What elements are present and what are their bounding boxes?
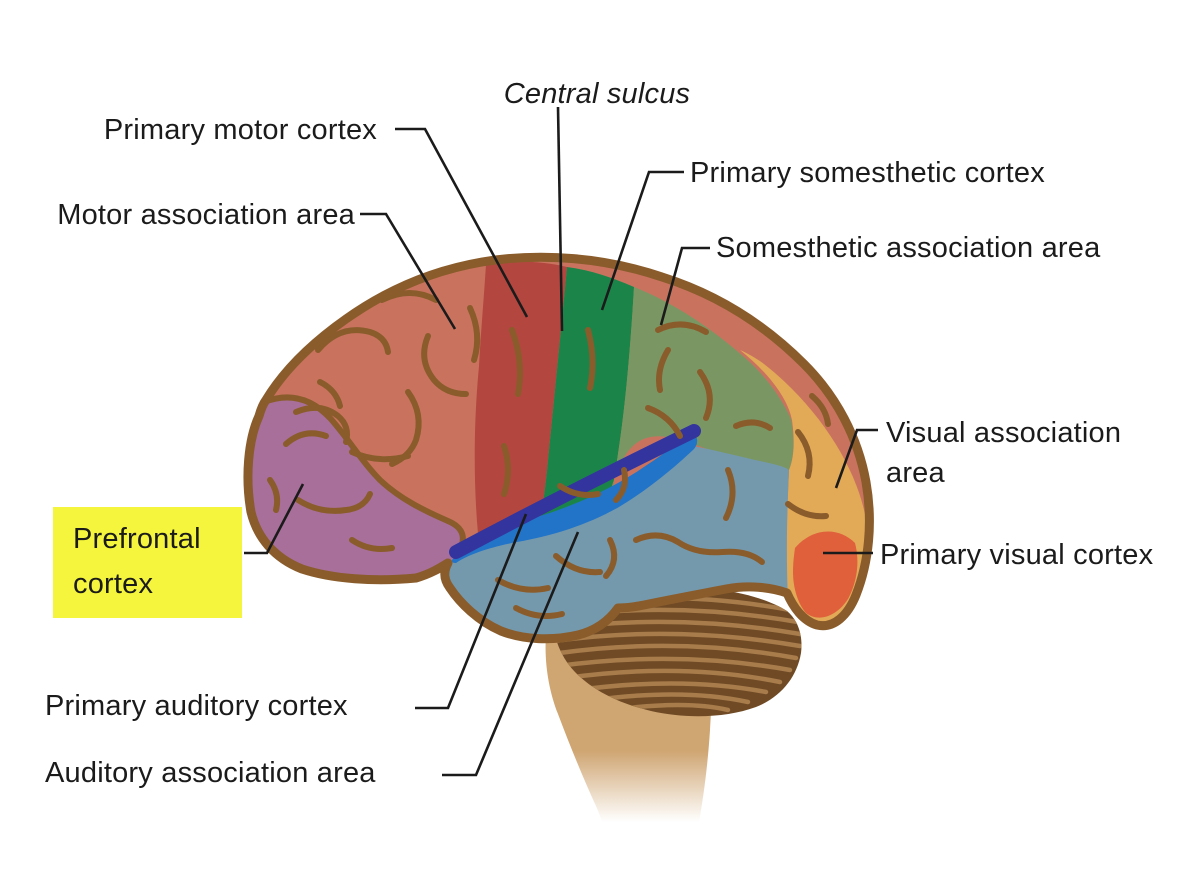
label-primary-motor-cortex: Primary motor cortex xyxy=(103,114,377,146)
leader-prefrontal-cortex xyxy=(244,483,305,555)
leader-lines xyxy=(244,106,878,777)
leader-primary-auditory-cortex xyxy=(415,513,528,710)
region-primary-motor-cortex xyxy=(474,261,567,556)
leader-auditory-association-area xyxy=(442,531,580,777)
label-primary-visual-cortex: Primary visual cortex xyxy=(880,539,1154,571)
label-primary-somesthetic-cortex: Primary somesthetic cortex xyxy=(690,157,1045,189)
label-auditory-association-area: Auditory association area xyxy=(45,757,376,789)
leader-visual-association-area xyxy=(834,428,878,489)
leader-primary-somesthetic-cortex xyxy=(600,170,684,311)
leader-somesthetic-association-area xyxy=(659,246,710,326)
leader-primary-motor-cortex xyxy=(395,127,529,318)
label-central-sulcus: Central sulcus xyxy=(503,78,691,110)
cerebrum xyxy=(243,252,874,644)
label-somesthetic-association-area: Somesthetic association area xyxy=(716,232,1101,264)
label-motor-association-area: Motor association area xyxy=(57,199,355,231)
label-primary-auditory-cortex: Primary auditory cortex xyxy=(45,690,348,722)
leader-motor-association-area xyxy=(360,212,457,330)
leader-central-sulcus xyxy=(556,106,564,332)
cerebrum-outline xyxy=(243,252,874,644)
label-prefrontal-cortex: Prefrontal cortex xyxy=(53,507,242,618)
label-visual-association-area: Visual association area xyxy=(886,417,1122,489)
region-primary-auditory-cortex xyxy=(451,432,698,563)
gyri-lines xyxy=(267,290,831,619)
